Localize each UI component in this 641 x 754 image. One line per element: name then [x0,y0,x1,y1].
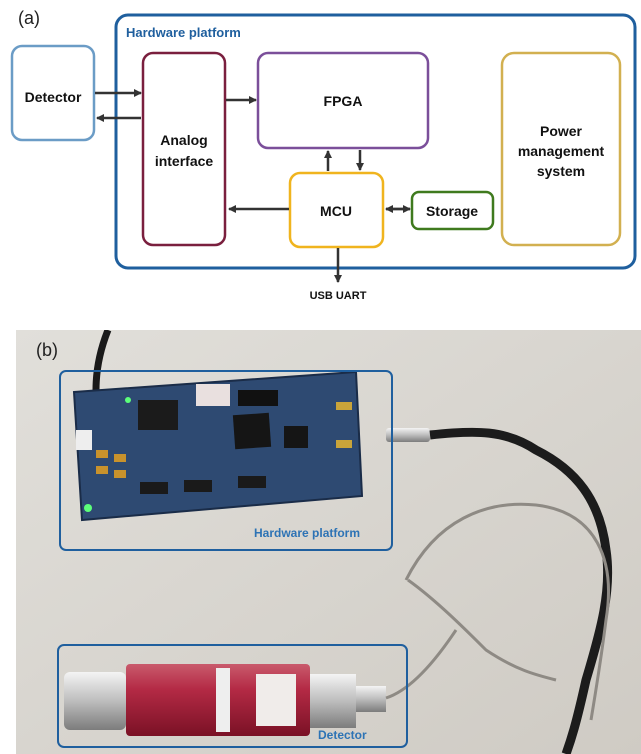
detector-box [10,44,96,142]
power-label-line3: system [537,163,585,179]
hardware-platform-highlight [59,370,393,551]
power-management-box [500,51,622,247]
detector-label: Detector [25,89,82,105]
hardware-platform-box [114,13,637,270]
panel-a-label: (a) [18,8,40,28]
detector-highlight [57,644,408,748]
mcu-label: MCU [320,203,352,219]
analog-label-line2: interface [155,153,214,169]
photo-panel: Hardware platform Detector [16,330,641,754]
power-label-line1: Power [540,123,583,139]
power-label-line2: management [518,143,605,159]
detector-silver-cap [64,672,126,730]
detector-photo-label: Detector [318,728,367,742]
hardware-platform-title: Hardware platform [126,25,241,40]
hardware-platform-photo-label: Hardware platform [254,526,361,540]
analog-interface-box [141,51,227,247]
usb-uart-label: USB UART [310,290,367,302]
storage-box [410,190,495,231]
fpga-box [256,51,430,150]
block-diagram: Hardware platform Detector Analog interf… [10,13,637,302]
analog-label-line1: Analog [160,132,207,148]
mcu-box [288,171,385,249]
hardware-photo [16,330,641,754]
fpga-label: FPGA [324,93,363,109]
storage-label: Storage [426,203,478,219]
panel-b-label: (b) [36,340,58,360]
